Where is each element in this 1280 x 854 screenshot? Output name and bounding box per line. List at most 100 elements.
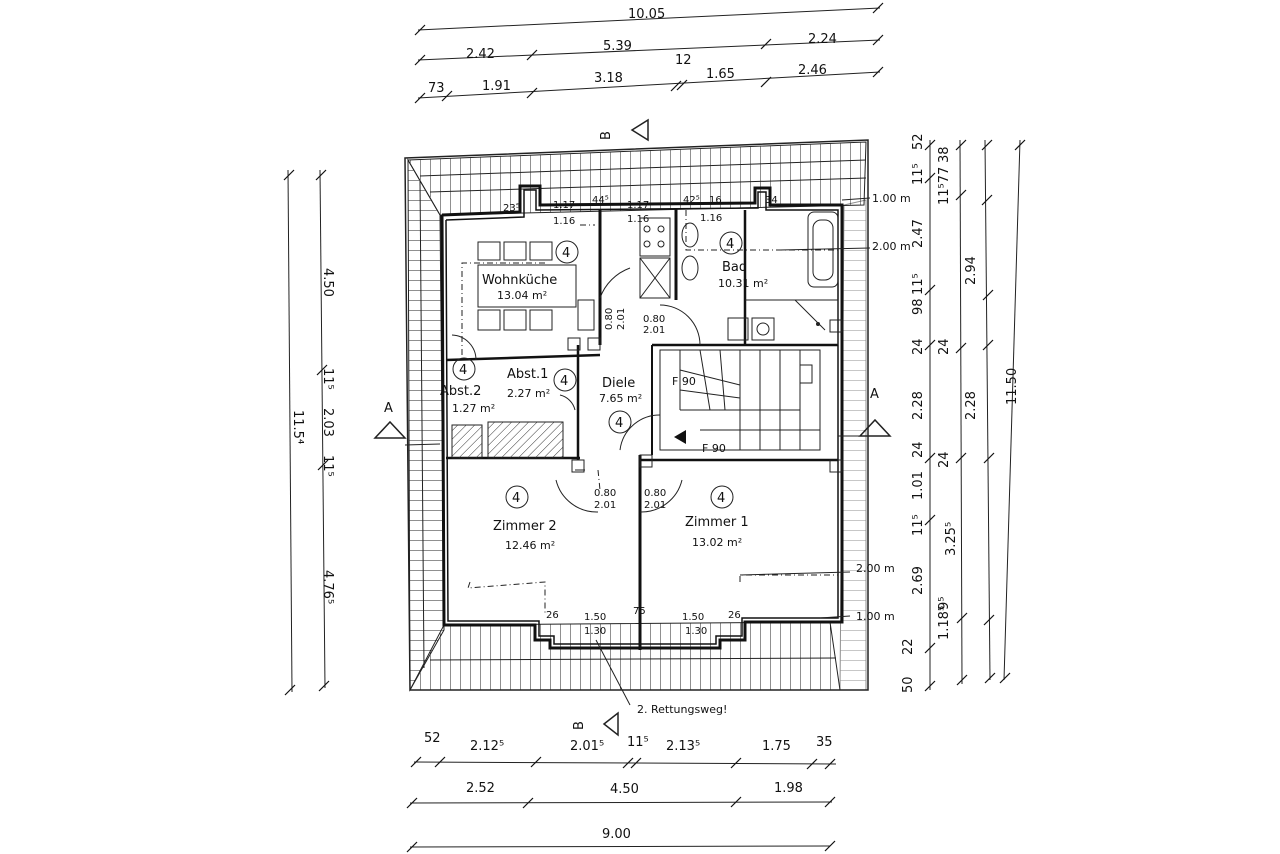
- dim-mid-i: 9⁵: [937, 597, 952, 610]
- dimension-tick: [526, 49, 538, 61]
- dim-top-g: 12: [675, 53, 692, 68]
- dimension-tick: [414, 54, 426, 66]
- fire-rating-1: F 90: [672, 375, 696, 388]
- section-a-right: A: [870, 387, 879, 402]
- room-num-bad: 4: [726, 237, 734, 252]
- dimension-tick: [924, 514, 936, 526]
- room-name-bad: Bad: [722, 260, 747, 275]
- dimension-tick: [982, 289, 994, 301]
- dim-mid-f: 24: [937, 451, 952, 468]
- room-num-abst1: 4: [560, 374, 568, 389]
- win-bot-e: 1.50: [682, 612, 704, 623]
- room-name-zimmer1: Zimmer 1: [685, 515, 749, 530]
- dim-right-j: 11⁵: [911, 514, 926, 536]
- dimension-tick: [984, 672, 996, 684]
- dim-mid-g: 3.25⁵: [944, 522, 959, 556]
- dim-bottom-i: 4.50: [610, 782, 639, 797]
- win-top-d: 1.17: [627, 200, 649, 211]
- dimension-tick: [730, 757, 742, 769]
- win-top-g: 34: [765, 195, 778, 206]
- dim-right-k: 2.69: [911, 566, 926, 595]
- dimension-tick: [955, 139, 967, 151]
- dimension-tick: [622, 757, 634, 769]
- dim-top-f: 3.18: [594, 71, 623, 86]
- dimension-tick: [824, 840, 836, 852]
- win-top-j: 1.16: [700, 213, 722, 224]
- win-bot-g: 26: [728, 610, 741, 621]
- dimension-tick: [924, 172, 936, 184]
- dim-bottom-c: 2.01⁵: [570, 739, 604, 754]
- labels: 10.05 2.42 5.39 2.24 73 1.91 3.18 12 1.6…: [290, 7, 1020, 842]
- door-a-h: 2.01: [616, 308, 627, 330]
- height-a: 1.00 m: [872, 192, 911, 205]
- dim-left-c: 2.03: [320, 408, 335, 437]
- dimension-tick: [730, 796, 742, 808]
- dim-left-d: 11⁵: [320, 455, 335, 477]
- win-top-f: 16: [709, 195, 722, 206]
- dim-bottom-total: 9.00: [602, 827, 631, 842]
- dim-bottom-h: 2.52: [466, 781, 495, 796]
- dim-right-a: 52: [911, 133, 926, 150]
- dimension-tick: [924, 680, 936, 692]
- dim-right-b: 11⁵: [911, 163, 926, 185]
- dimension-tick: [824, 758, 836, 770]
- dimension-tick: [526, 87, 538, 99]
- dimension-tick: [316, 364, 328, 376]
- dim-top-c: 2.24: [808, 32, 837, 47]
- door-c-w: 0.80: [594, 488, 616, 499]
- dim-right-total: 11.50: [1005, 368, 1020, 405]
- dimension-tick: [760, 76, 772, 88]
- win-bot-f: 1.30: [685, 626, 707, 637]
- dimension-tick: [924, 139, 936, 151]
- escape-route-label: 2. Rettungsweg!: [637, 703, 727, 716]
- dim-right-e: 11⁵: [911, 273, 926, 295]
- room-area-zimmer1: 13.02 m²: [692, 536, 742, 549]
- dimension-tick: [441, 90, 453, 102]
- dimension-tick: [924, 284, 936, 296]
- win-top-c: 44⁵: [592, 195, 609, 206]
- section-a-left: A: [384, 401, 393, 416]
- dim-top-total: 10.05: [628, 7, 665, 22]
- dimension-tick: [406, 841, 418, 853]
- dimension-tick: [630, 757, 642, 769]
- height-b: 2.00 m: [872, 240, 911, 253]
- room-num-diele: 4: [615, 416, 623, 431]
- height-c: 2.00 m: [856, 562, 895, 575]
- dim-top-e: 1.91: [482, 79, 511, 94]
- dim-mid-b: 11⁵77: [937, 167, 952, 205]
- dim-top-b: 5.39: [603, 39, 632, 54]
- abst-hatch-2: [451, 424, 483, 459]
- win-top-b: 1.17: [553, 200, 575, 211]
- dimension-tick: [956, 612, 968, 624]
- dimension-tick: [315, 169, 327, 181]
- dimension-tick: [955, 342, 967, 354]
- dim-right-d: 98: [911, 298, 926, 315]
- room-num-wohnkueche: 4: [562, 246, 570, 261]
- room-number-circles: [452, 231, 743, 509]
- room-area-abst2: 1.27 m²: [452, 402, 495, 415]
- dim-mid-e: 2.28: [964, 391, 979, 420]
- win-top-a: 23⁵: [503, 203, 520, 214]
- dimension-tick: [410, 756, 422, 768]
- dimension-tick: [983, 614, 995, 626]
- dim-right-i: 1.01: [911, 471, 926, 500]
- section-b-bottom: B: [572, 721, 587, 730]
- stair-arrow-icon: [674, 430, 686, 444]
- room-name-abst2: Abst.2: [440, 384, 481, 399]
- dim-right-h: 24: [911, 441, 926, 458]
- section-b-top: B: [599, 131, 614, 140]
- dim-bottom-g: 35: [816, 735, 833, 750]
- door-b-w: 0.80: [643, 314, 665, 325]
- win-bot-c: 1.30: [584, 626, 606, 637]
- dim-bottom-f: 1.75: [762, 739, 791, 754]
- dim-top-h: 1.65: [706, 67, 735, 82]
- room-num-abst2: 4: [459, 363, 467, 378]
- dimension-tick: [955, 452, 967, 464]
- section-markers: [373, 118, 892, 737]
- win-bot-b: 1.50: [584, 612, 606, 623]
- dim-right-l: 22: [901, 638, 916, 655]
- dimension-tick: [955, 189, 967, 201]
- door-d-w: 0.80: [644, 488, 666, 499]
- room-num-zimmer1: 4: [717, 491, 725, 506]
